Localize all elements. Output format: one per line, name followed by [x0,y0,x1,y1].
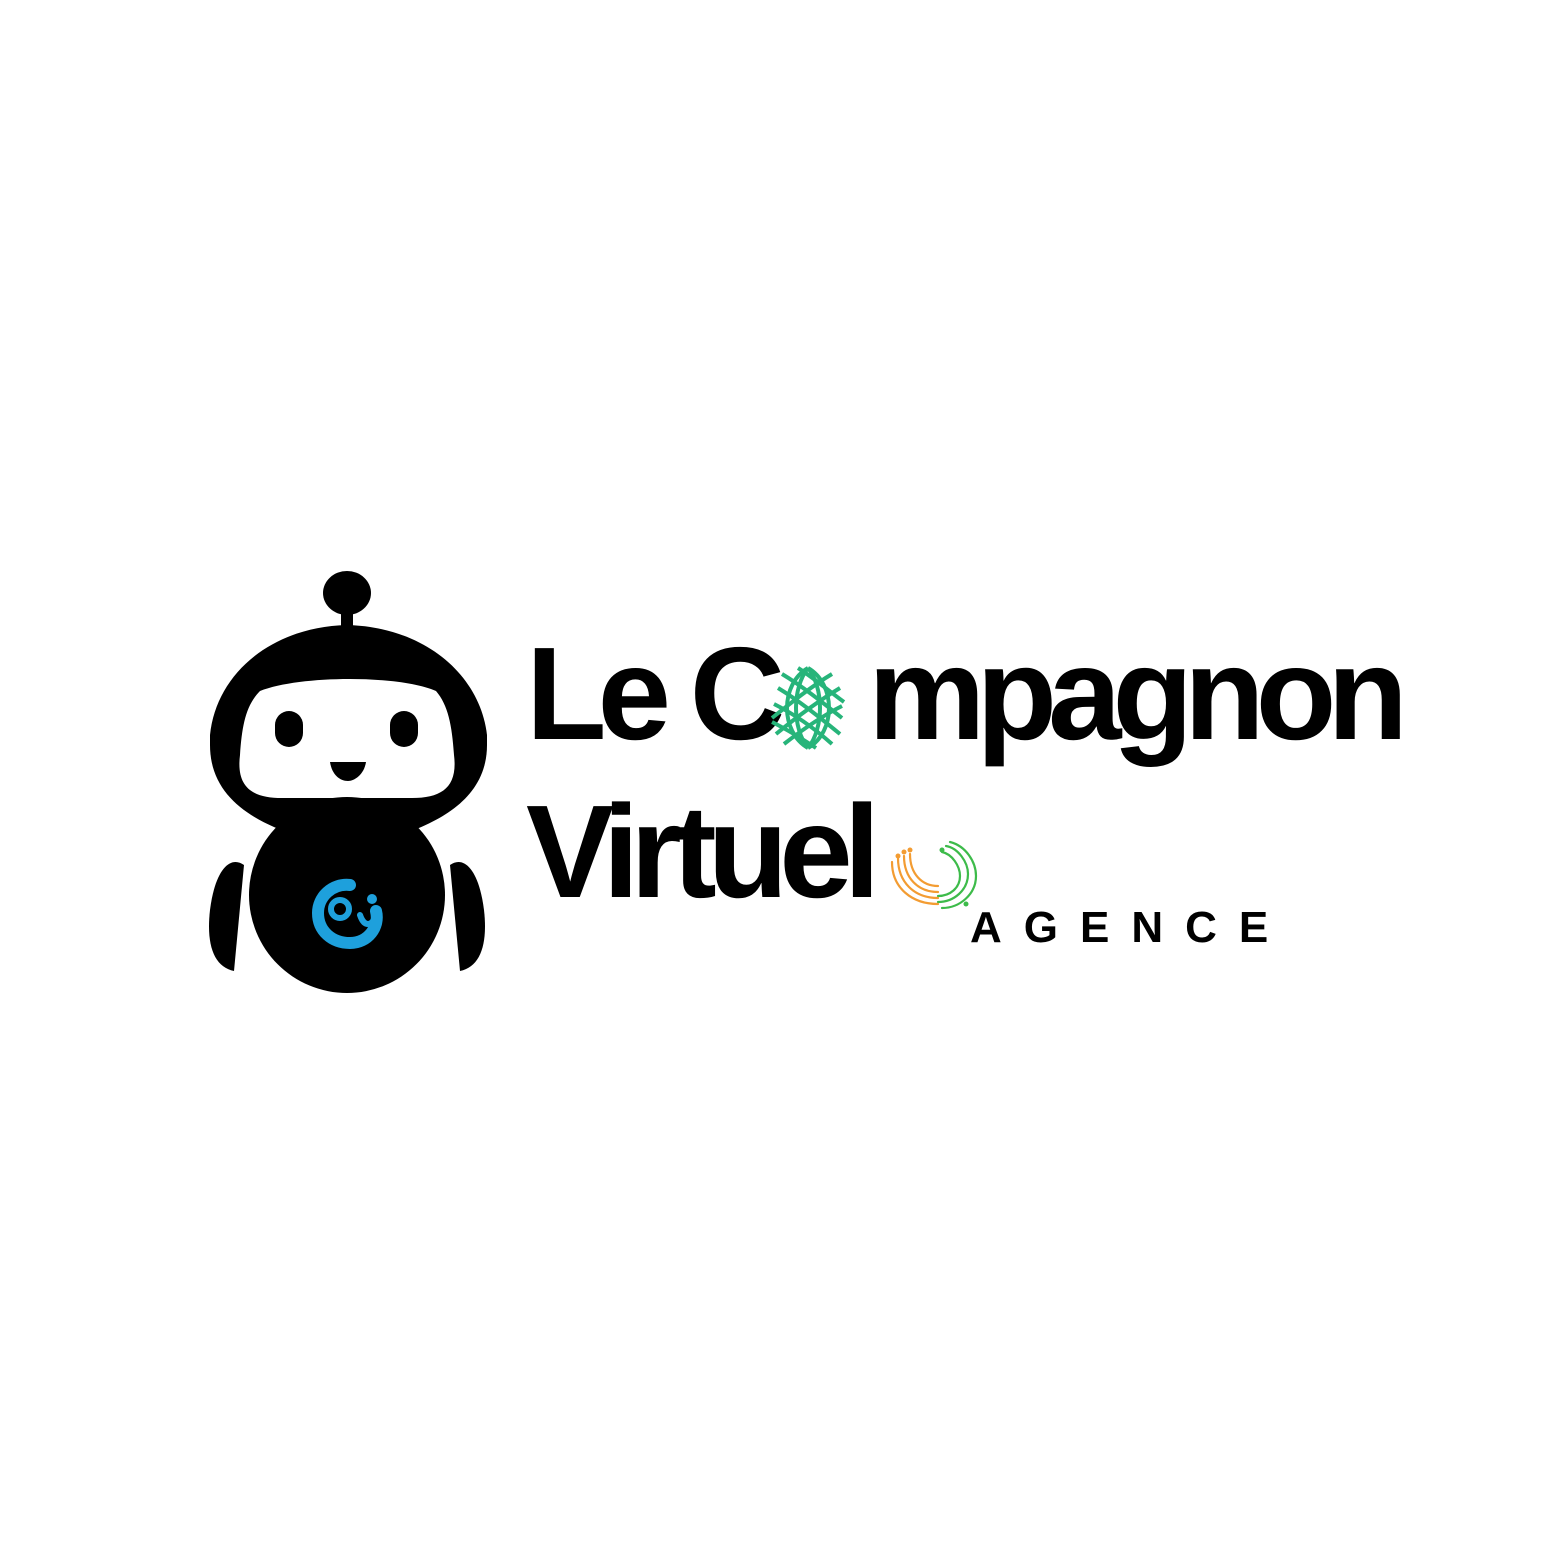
globe-icon [770,666,846,750]
robot-mascot-icon [209,571,487,993]
circuit-swoosh-icon [890,840,978,910]
brand-title-line2: Virtuel [526,778,880,925]
brand-title-line1-end: mpagnon [868,620,1408,767]
badge-icon [311,878,383,950]
brand-title-line1-start: Le C [526,620,785,767]
brand-tagline: AGENCE [970,903,1291,952]
